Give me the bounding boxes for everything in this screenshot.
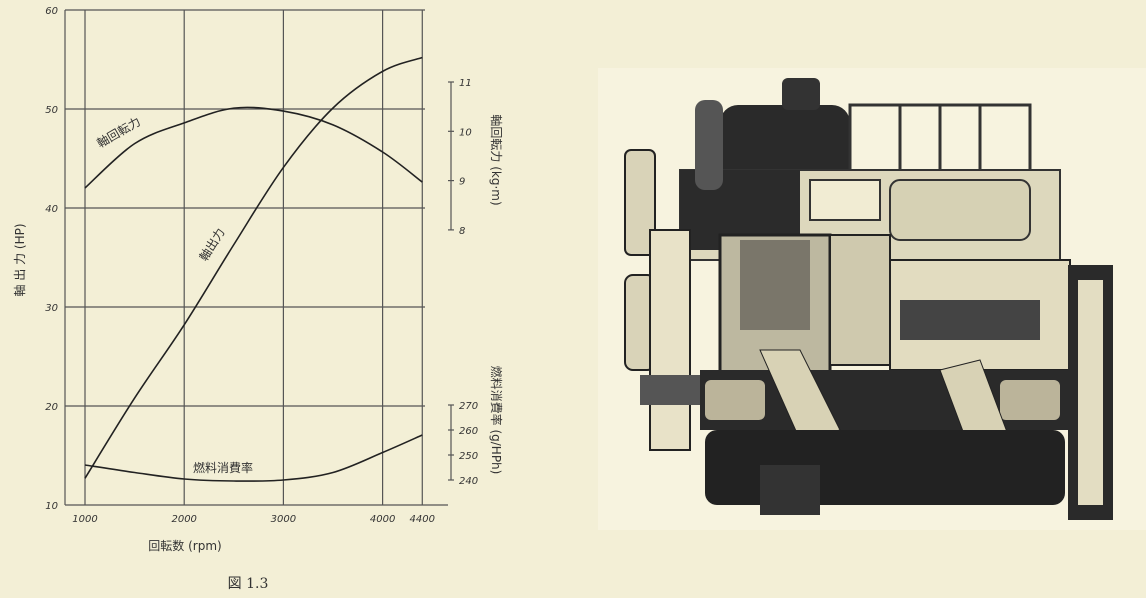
x-tick-label: 4400 [410, 514, 435, 525]
series-line-fuel [84, 434, 423, 482]
series-line-torque [84, 106, 423, 189]
y-tick-label: 50 [45, 105, 58, 116]
chart-ticks: 10 20 30 40 50 60 1000 2000 3000 4000 4400 8 9 10 11 24… [45, 6, 478, 525]
y-tick-label: 60 [45, 6, 58, 17]
x-tick-label: 1000 [72, 514, 97, 525]
y-tick-label: 30 [45, 303, 58, 314]
chart-curves [84, 56, 423, 482]
engine-cutaway-illustration [598, 68, 1146, 530]
torque-axis-label: 軸回転力 (kg·m) [489, 114, 503, 205]
right_torque-tick-label: 8 [459, 226, 465, 237]
series-label-torque: 軸回転力 [95, 114, 144, 150]
y-tick-label: 10 [45, 501, 58, 512]
y-tick-label: 20 [45, 402, 58, 413]
x-axis-label: 回転数 (rpm) [148, 538, 221, 553]
right_fuel-tick-label: 250 [459, 451, 478, 462]
right_torque-tick-label: 11 [459, 78, 472, 89]
right_fuel-tick-label: 240 [459, 476, 478, 487]
chart-grid [64, 9, 454, 506]
series-label-power: 軸出力 [197, 226, 228, 264]
y-tick-label: 40 [45, 204, 58, 215]
series-label-fuel: 燃料消費率 [193, 460, 253, 475]
x-tick-label: 3000 [271, 514, 296, 525]
x-tick-label: 2000 [171, 514, 196, 525]
figure-caption: 図 1.3 [228, 576, 269, 592]
right_fuel-tick-label: 270 [459, 401, 478, 412]
left-axis-label: 軸 出 力 (HP) [13, 223, 27, 296]
right_torque-tick-label: 9 [459, 177, 465, 188]
x-tick-label: 4000 [370, 514, 395, 525]
series-line-power [84, 56, 423, 479]
right_fuel-tick-label: 260 [459, 426, 478, 437]
fuel-axis-label: 燃料消費率 (g/HPh) [489, 366, 504, 475]
right_torque-tick-label: 10 [459, 127, 472, 138]
